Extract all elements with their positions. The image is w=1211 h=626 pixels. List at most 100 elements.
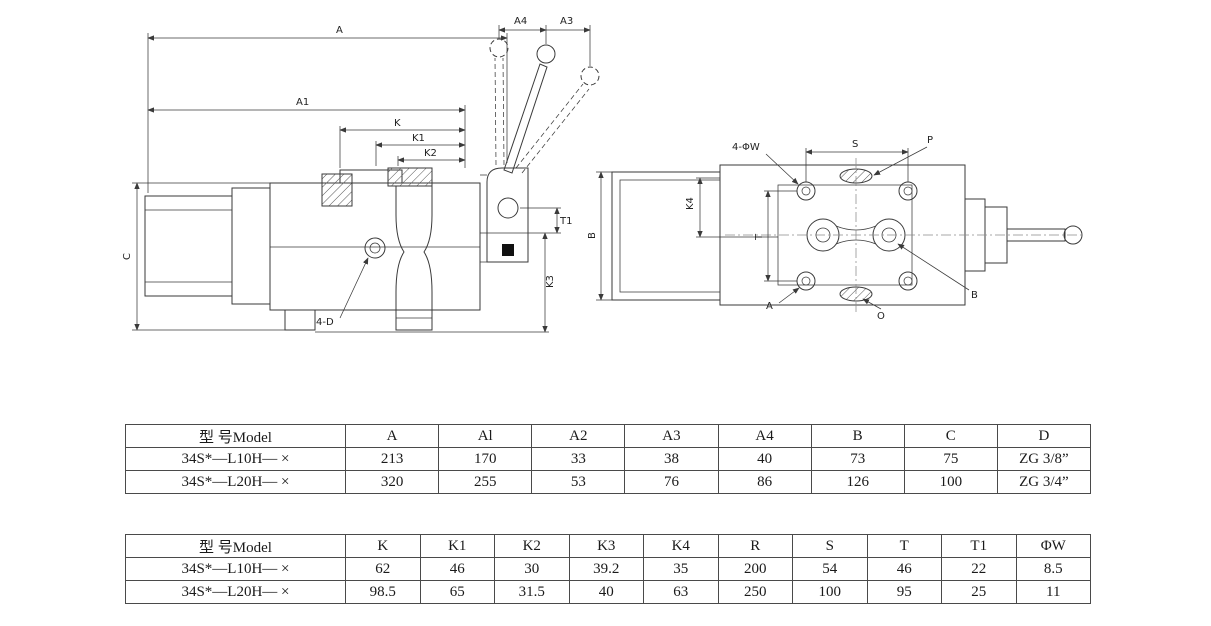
lever-arm [503,63,548,174]
value-cell: 8.5 [1015,557,1091,581]
side-view [144,167,529,331]
value-cell: 255 [438,470,533,494]
column-header: A4 [717,424,812,448]
dim-label-s: S [852,139,858,150]
value-cell: 39.2 [568,557,644,581]
hatched-section-right [387,167,433,187]
column-header: K [345,534,421,558]
hand-lever [489,38,600,174]
value-cell: 30 [494,557,570,581]
column-header: A2 [531,424,626,448]
dim-label-t: T [754,233,765,241]
value-cell: 38 [624,447,719,471]
value-cell: 75 [903,447,998,471]
dim-label-k3: K3 [545,275,556,288]
value-cell: 95 [866,580,942,604]
end-cap [144,195,233,297]
dim-label-k1: K1 [412,133,425,144]
side-port [364,237,386,259]
value-cell: 54 [792,557,868,581]
dim-label-a3: A3 [560,16,573,27]
valve-drawing: A A1 K K1 K2 A4 A3 [122,16,1085,333]
hatched-section-left [321,173,353,207]
value-cell: 86 [717,470,812,494]
column-header: A [344,424,440,448]
dim-label-t1: T1 [559,216,572,227]
label-a-port: A [766,301,773,312]
label-o-port: O [877,311,885,322]
side-view-dimensions: A A1 K K1 K2 A4 A3 [122,16,591,333]
bolt-hole [796,271,816,291]
value-cell: 213 [344,447,440,471]
value-cell: ZG 3/4” [996,470,1092,494]
column-header: Al [438,424,533,448]
value-cell: 62 [345,557,421,581]
detent-block [502,244,514,256]
value-cell: 170 [438,447,533,471]
dim-label-a1: A1 [296,97,309,108]
value-cell: 40 [717,447,812,471]
bolt-hole [898,271,918,291]
column-header: R [717,534,793,558]
value-cell: 100 [903,470,998,494]
label-b-port: B [971,290,978,301]
value-cell: 25 [941,580,1017,604]
dim-label-a: A [336,25,343,36]
label-p-port: P [927,135,933,146]
column-header: K2 [494,534,570,558]
value-cell: 200 [717,557,793,581]
column-header: K1 [419,534,495,558]
mounting-foot [284,309,316,331]
value-cell: 46 [866,557,942,581]
column-header: ΦW [1015,534,1091,558]
model-cell: 34S*—L20H— × [125,470,346,494]
value-cell: 11 [1015,580,1091,604]
lever-knob-alt-left [489,38,509,58]
value-cell: 73 [810,447,905,471]
model-cell: 34S*—L20H— × [125,580,346,604]
dim-label-k2: K2 [424,148,437,159]
value-cell: 46 [419,557,495,581]
value-cell: 35 [643,557,719,581]
column-header: T1 [941,534,1017,558]
value-cell: ZG 3/8” [996,447,1092,471]
value-cell: 76 [624,470,719,494]
lever-rod [1006,228,1066,242]
end-cap-top [611,171,721,301]
value-cell: 100 [792,580,868,604]
cap-flange [231,187,271,305]
value-cell: 126 [810,470,905,494]
column-header: K4 [643,534,719,558]
value-cell: 22 [941,557,1017,581]
column-header: C [903,424,998,448]
value-cell: 98.5 [345,580,421,604]
column-header: K3 [568,534,644,558]
top-view-dimensions: B K4 S P 4-ΦW T A O [587,135,978,322]
value-cell: 31.5 [494,580,570,604]
column-header: D [996,424,1092,448]
value-cell: 65 [419,580,495,604]
column-header: 型 号Model [125,424,346,448]
column-header: T [866,534,942,558]
spool [395,185,433,331]
top-view [611,158,1085,312]
value-cell: 40 [568,580,644,604]
value-cell: 320 [344,470,440,494]
lever-bracket [486,167,529,263]
dim-label-b: B [587,232,598,239]
column-header: B [810,424,905,448]
label-4-d: 4-D [316,317,334,328]
value-cell: 33 [531,447,626,471]
lever-knob-alt-right [580,66,600,86]
pivot-hole [497,197,519,219]
dim-label-k: K [394,118,401,129]
